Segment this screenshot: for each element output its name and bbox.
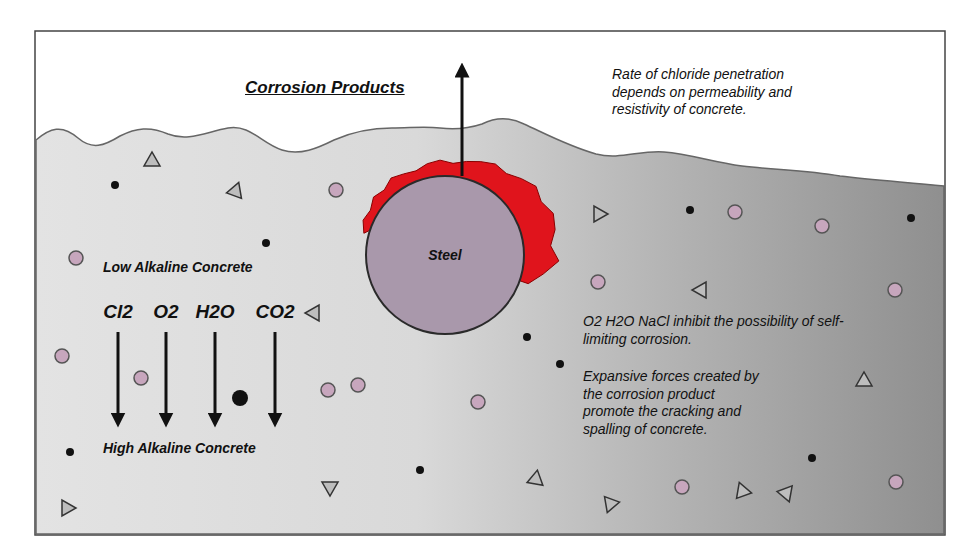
aggregate-dot [523,333,531,341]
aggregate-pebble [889,475,903,489]
aggregate-dot [232,390,248,406]
aggregate-stone [527,469,545,486]
aggregate-stone [692,282,706,298]
species-label: H2O [195,300,234,324]
aggregate-pebble [675,480,689,494]
aggregate-dot [66,448,74,456]
aggregate-stone [600,497,620,516]
species-label: O2 [153,300,178,324]
node-label: Steel [428,247,461,263]
steel-section [366,176,524,334]
aggregate-dot [111,181,119,189]
aggregate-dot [556,360,564,368]
note-text: Expansive forces created by the corrosio… [583,368,769,438]
frame [35,31,945,535]
aggregate-dot [262,239,270,247]
aggregate-dot [808,454,816,462]
aggregate-pebble [69,251,83,265]
aggregate-pebble [888,283,902,297]
note-text: Rate of chloride penetration depends on … [612,66,820,119]
aggregate-pebble [351,378,365,392]
zone-label: High Alkaline Concrete [103,440,256,458]
concrete-body [36,119,944,534]
aggregate-stone [322,482,338,496]
aggregate-stone [144,152,160,166]
ingress-arrow [165,332,168,420]
steel-bar: Steel [365,175,525,335]
aggregate-particles [55,152,915,516]
aggregate-pebble [321,383,335,397]
aggregate-stone [594,206,608,222]
arrow-title: Corrosion Products [245,77,405,98]
ingress-arrows [118,332,275,420]
aggregate-stone [777,481,798,502]
aggregate-pebble [591,275,605,289]
aggregate-pebble [329,183,343,197]
corrosion-arrow [461,70,464,176]
aggregate-pebble [55,349,69,363]
ingress-arrow [214,332,217,420]
aggregate-stone [62,500,76,516]
aggregate-pebble [471,395,485,409]
aggregate-pebble [134,371,148,385]
aggregate-dot [416,466,424,474]
species-label: Cl2 [103,300,133,324]
ingress-arrow [274,332,277,420]
aggregate-stone [305,305,319,321]
ingress-arrow [117,332,120,420]
aggregate-stone [856,372,872,386]
aggregate-pebble [815,219,829,233]
aggregate-dot [907,214,915,222]
aggregate-dot [686,206,694,214]
zone-label: Low Alkaline Concrete [103,259,253,277]
note-text: O2 H2O NaCl inhibit the possibility of s… [583,313,845,348]
aggregate-pebble [728,205,742,219]
aggregate-stone [732,480,752,499]
species-label: CO2 [255,300,294,324]
aggregate-stone [226,180,246,199]
